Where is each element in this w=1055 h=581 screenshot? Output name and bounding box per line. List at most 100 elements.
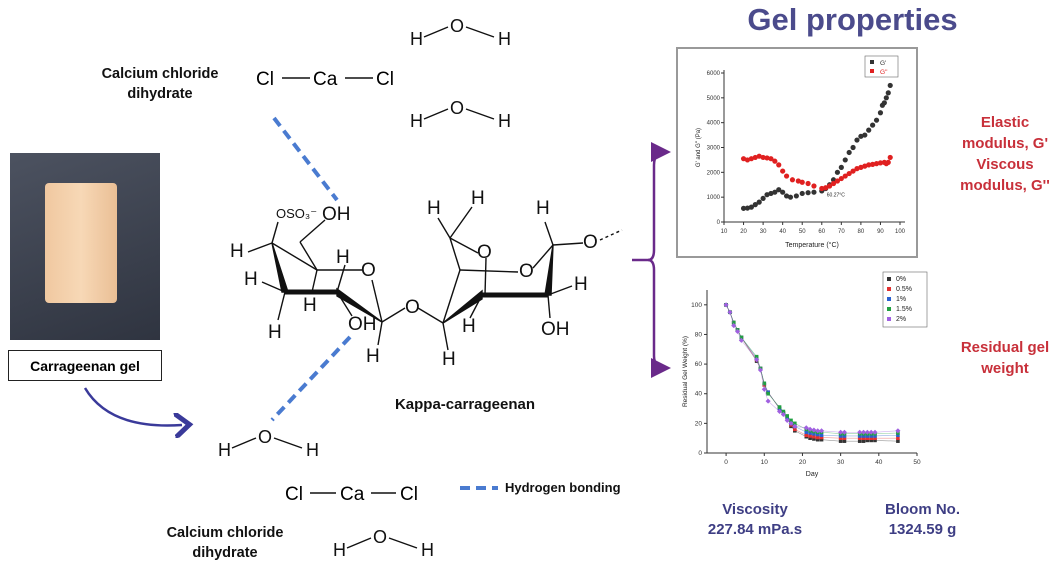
- legend-marker: [870, 69, 874, 73]
- x-tick-label: 20: [799, 459, 807, 466]
- data-point: [731, 320, 736, 325]
- data-point: [734, 328, 741, 335]
- data-point: [780, 189, 786, 195]
- atom-h: H: [421, 540, 434, 560]
- data-point: [723, 302, 729, 308]
- series-line: [725, 304, 898, 437]
- y-tick-label: 0: [717, 220, 721, 226]
- data-point: [812, 434, 816, 439]
- bond: [465, 26, 495, 38]
- data-point: [739, 335, 744, 340]
- atom-h: H: [498, 29, 511, 49]
- data-point: [744, 157, 751, 163]
- data-point: [808, 436, 812, 440]
- data-point: [738, 337, 744, 343]
- data-point: [857, 436, 862, 440]
- hbond-top: [272, 116, 339, 202]
- data-point: [780, 168, 786, 174]
- atom-label: H: [462, 316, 476, 337]
- atom-o: O: [450, 98, 464, 118]
- x-tick-label: 60: [818, 229, 825, 235]
- salt-name-line: dihydrate: [127, 86, 193, 102]
- data-point: [838, 175, 844, 182]
- legend-marker: [887, 317, 891, 321]
- data-point: [873, 438, 877, 443]
- label-line: Elastic: [980, 114, 1030, 131]
- legend-label: 2%: [896, 316, 906, 323]
- x-tick-label: 70: [838, 229, 845, 235]
- data-point: [877, 110, 884, 116]
- data-point: [783, 193, 790, 199]
- data-point: [858, 133, 864, 139]
- atom-label: OH: [322, 204, 351, 225]
- data-point: [870, 122, 876, 128]
- data-point: [765, 398, 771, 404]
- x-tick-label: 10: [721, 229, 728, 235]
- cacl2-top: Cl Ca Cl: [256, 69, 394, 90]
- atom-ca: Ca: [340, 484, 365, 505]
- data-point: [858, 164, 864, 170]
- data-point: [793, 421, 797, 426]
- legend-label: 0%: [896, 276, 906, 283]
- kappa-carrageenan-structure: [247, 206, 623, 351]
- data-point: [850, 168, 856, 174]
- y-tick-label: 100: [691, 302, 702, 309]
- data-point: [808, 431, 812, 435]
- data-point: [862, 132, 868, 138]
- label-line: Residual gel: [960, 339, 1050, 356]
- legend-marker: [887, 277, 891, 281]
- data-point: [752, 154, 758, 161]
- data-point: [869, 438, 873, 443]
- atom-cl: Cl: [285, 484, 303, 505]
- x-tick-label: 50: [913, 459, 921, 466]
- series-line: [725, 304, 898, 435]
- data-point: [793, 427, 797, 432]
- legend-box: [864, 55, 899, 78]
- legend-marker: [870, 60, 874, 64]
- data-point: [862, 163, 868, 169]
- atom-h: H: [218, 440, 231, 460]
- data-point: [819, 185, 825, 192]
- data-point: [830, 177, 837, 183]
- bloom-value: 1324.59 g: [888, 521, 957, 538]
- viscosity-value: 227.84 mPa.s: [707, 521, 803, 538]
- atom-label: H: [536, 198, 550, 219]
- data-point: [830, 180, 837, 187]
- data-point: [754, 354, 759, 359]
- data-point: [866, 127, 872, 133]
- data-point: [819, 437, 824, 442]
- data-point: [842, 157, 848, 163]
- bond: [231, 437, 257, 449]
- bond: [423, 26, 449, 38]
- residual-label: Residual gel weight: [950, 337, 1055, 379]
- x-tick-label: 0: [724, 459, 728, 466]
- label-line: modulus, G'': [960, 177, 1050, 194]
- viscosity: Viscosity 227.84 mPa.s: [690, 500, 820, 540]
- y-tick-label: 5000: [707, 96, 721, 102]
- data-point: [808, 434, 812, 438]
- label-line: Viscous: [976, 156, 1034, 173]
- data-point: [865, 434, 870, 438]
- series-line: [725, 304, 898, 439]
- x-tick-label: 50: [799, 229, 806, 235]
- salt-name-line: dihydrate: [192, 545, 258, 561]
- data-point: [793, 193, 799, 199]
- data-point: [881, 100, 887, 106]
- series-line: [725, 304, 898, 442]
- data-point: [783, 173, 790, 179]
- page-title: Gel properties: [747, 2, 958, 37]
- data-point: [781, 409, 786, 414]
- data-point: [819, 435, 824, 440]
- data-point: [768, 190, 774, 197]
- data-point: [772, 158, 778, 164]
- data-point: [740, 205, 747, 211]
- salt-name-line: Calcium chloride: [166, 525, 284, 541]
- data-point: [744, 205, 751, 211]
- y-tick-label: 20: [695, 420, 703, 427]
- atom-label: OSO₃⁻: [276, 206, 317, 221]
- atom-h: H: [306, 440, 319, 460]
- data-point: [812, 431, 816, 436]
- data-point: [815, 428, 821, 434]
